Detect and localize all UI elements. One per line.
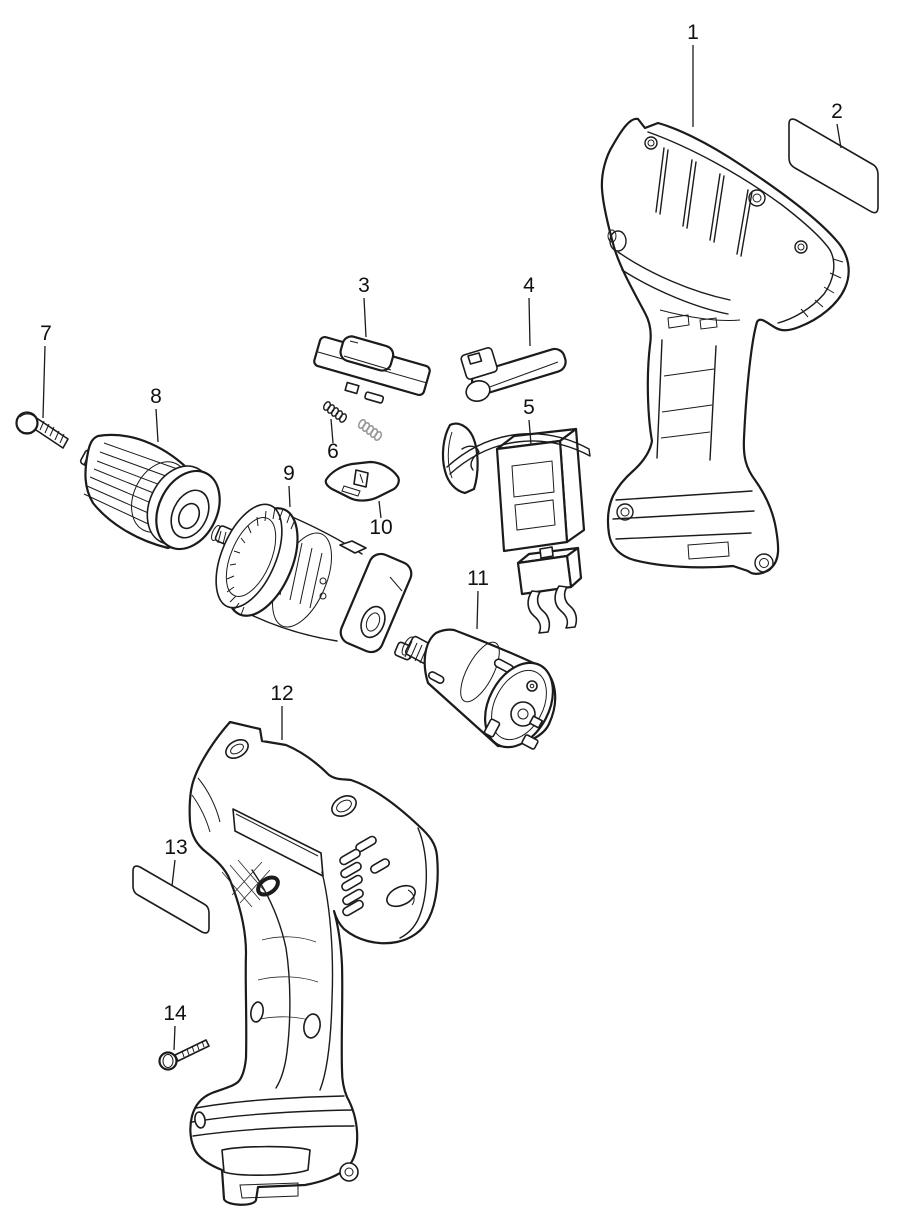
part-keyless-chuck xyxy=(79,433,221,551)
part-label-7: 7 xyxy=(40,322,52,345)
leader-11 xyxy=(476,590,479,630)
part-label-11: 11 xyxy=(467,567,489,590)
leader-13 xyxy=(171,859,176,887)
part-label-5: 5 xyxy=(523,396,535,419)
part-label-13: 13 xyxy=(164,836,187,859)
leader-lines xyxy=(42,45,842,1051)
part-label-2: 2 xyxy=(831,100,843,123)
leader-6 xyxy=(330,418,334,444)
part-pan-head-screw xyxy=(15,411,69,449)
part-nameplate-blank xyxy=(788,118,879,214)
part-label-4: 4 xyxy=(523,274,535,297)
part-lock-lever xyxy=(460,347,567,402)
leader-14 xyxy=(173,1025,176,1051)
part-lever-clip-plate xyxy=(324,460,400,502)
part-tapping-screw xyxy=(158,1039,210,1071)
leader-7 xyxy=(42,345,46,419)
part-label-blank xyxy=(132,865,210,934)
part-label-9: 9 xyxy=(283,462,295,485)
leader-8 xyxy=(155,408,159,443)
leader-9 xyxy=(288,485,291,508)
part-housing-half-inner xyxy=(600,117,850,575)
part-label-6: 6 xyxy=(327,440,339,463)
leader-5 xyxy=(528,419,532,445)
leader-2 xyxy=(836,123,842,149)
part-label-14: 14 xyxy=(163,1002,187,1025)
part-housing-half-outer xyxy=(188,720,439,1206)
leader-10 xyxy=(378,500,382,519)
part-label-3: 3 xyxy=(358,274,370,297)
part-label-10: 10 xyxy=(369,516,392,539)
part-gear-assembly xyxy=(211,503,414,661)
part-slide-switch-lever xyxy=(313,335,431,404)
part-dc-motor xyxy=(401,628,557,750)
leader-3 xyxy=(363,297,367,338)
part-label-8: 8 xyxy=(150,385,162,408)
part-label-12: 12 xyxy=(270,682,293,705)
leader-4 xyxy=(528,297,531,347)
part-coil-springs xyxy=(322,401,383,441)
part-label-1: 1 xyxy=(687,21,699,44)
part-number-labels: 1 2 3 4 5 6 7 8 9 10 11 12 13 14 xyxy=(40,21,843,1025)
part-trigger-switch-assembly xyxy=(441,422,591,634)
